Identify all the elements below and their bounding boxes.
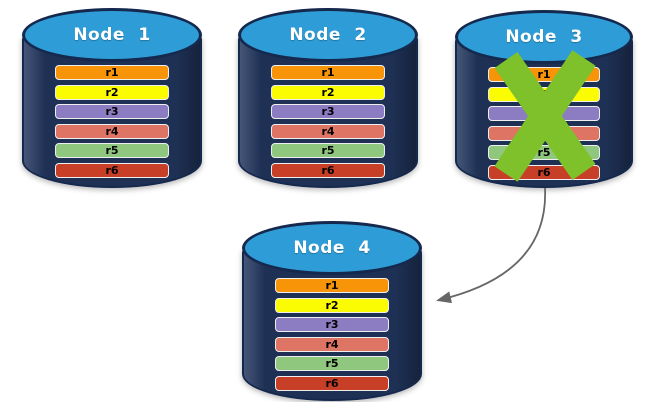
node-1-cylinder-top: Node 1 (22, 8, 202, 62)
replica-row-r3: r3 (271, 104, 385, 119)
replica-row-r1: r1 (275, 278, 389, 293)
node-4-replica-list: r1 r2 r3 r4 r5 r6 (275, 278, 389, 395)
replica-row-r6: r6 (55, 162, 169, 178)
node-2-cylinder: Node 2 r1 r2 r3 r4 r5 r6 (238, 8, 418, 188)
replica-row-r5: r5 (55, 143, 169, 158)
replica-row-r1: r1 (271, 65, 385, 80)
replica-row-r6: r6 (271, 162, 385, 178)
replica-row-r3: r3 (275, 317, 389, 332)
replica-row-r1: r1 (55, 65, 169, 80)
replica-row-r3: r3 (55, 104, 169, 119)
replica-row-r4: r4 (55, 123, 169, 139)
node-3-cylinder: Node 3 r1 r2 r3 r4 r5 r6 (455, 10, 633, 188)
node-3-cylinder-top: Node 3 (455, 10, 633, 64)
replica-row-r2: r2 (55, 84, 169, 100)
node-4-cylinder-top: Node 4 (242, 221, 422, 275)
replica-row-r6: r6 (275, 375, 389, 391)
failover-arrow (436, 187, 546, 304)
replica-row-r5: r5 (271, 143, 385, 158)
node-3-title: Node 3 (505, 27, 583, 47)
x-mark-icon (494, 50, 596, 182)
node-4-title: Node 4 (293, 238, 371, 258)
replica-row-r5: r5 (275, 356, 389, 371)
node-1-cylinder: Node 1 r1 r2 r3 r4 r5 r6 (22, 8, 202, 188)
replica-row-r2: r2 (275, 297, 389, 313)
node-1-replica-list: r1 r2 r3 r4 r5 r6 (55, 65, 169, 182)
node-1-title: Node 1 (73, 25, 151, 45)
node-2-cylinder-top: Node 2 (238, 8, 418, 62)
replica-row-r4: r4 (271, 123, 385, 139)
node-2-title: Node 2 (289, 25, 367, 45)
replica-row-r4: r4 (275, 336, 389, 352)
replica-row-r2: r2 (271, 84, 385, 100)
node-4-cylinder: Node 4 r1 r2 r3 r4 r5 r6 (242, 221, 422, 401)
node-2-replica-list: r1 r2 r3 r4 r5 r6 (271, 65, 385, 182)
